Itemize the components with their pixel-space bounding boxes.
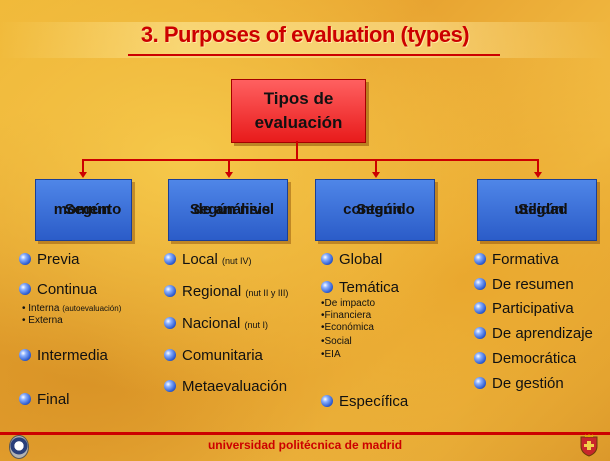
connector-drop-4 [537,159,539,173]
sub-item-impacto: •De impacto [321,298,376,309]
list-item-de-aprendizaje: De aprendizaje [474,325,593,343]
category-nivel-line1: Según nivel [189,201,275,218]
bullet-icon [19,283,31,295]
list-item-democratica: Democrática [474,350,576,368]
university-seal-icon [9,435,29,459]
connector-vertical-root [296,141,298,160]
sub-item-externa: • Externa [22,315,63,326]
sub-item-interna: • Interna (autoevaluación) [22,303,122,314]
list-item-de-gestion: De gestión [474,375,564,393]
category-contenido-line2: contenido [343,201,415,218]
list-item-de-resumen: De resumen [474,276,574,294]
bullet-icon [474,278,486,290]
connector-horizontal [82,159,538,161]
arrow-4 [534,172,542,178]
footer-rule [0,432,610,435]
root-node-label: Tipos de evaluación [239,87,359,135]
category-utilidad-line1: Según [518,201,564,218]
bullet-icon [321,281,333,293]
list-item-formativa: Formativa [474,251,559,269]
bullet-icon [164,349,176,361]
sub-item-eia: •EIA [321,349,341,360]
connector-drop-1 [82,159,84,173]
title-underline [128,54,500,56]
connector-drop-2 [228,159,230,173]
bullet-icon [321,395,333,407]
bullet-icon [474,327,486,339]
list-item-participativa: Participativa [474,300,574,318]
list-item-continua: Continua [19,281,97,299]
list-item-nacional: Nacional (nut I) [164,315,268,334]
sub-item-financiera: •Financiera [321,310,372,321]
bullet-icon [321,253,333,265]
sub-item-social: •Social [321,336,352,347]
root-line2: evaluación [254,113,343,132]
list-item-especifica: Específica [321,393,408,411]
category-utilidad-line2: utilidad [514,201,568,218]
bullet-icon [19,393,31,405]
list-item-regional: Regional (nut II y III) [164,283,288,302]
list-item-global: Global [321,251,382,269]
list-item-final: Final [19,391,70,409]
category-nivel-line2: de análisis [193,201,271,218]
root-line1: Tipos de [263,89,334,108]
sub-item-economica: •Económica [321,322,374,333]
list-item-tematica: Temática [321,279,399,297]
arrow-1 [79,172,87,178]
bullet-icon [474,253,486,265]
bullet-icon [474,352,486,364]
coat-of-arms-icon [580,434,598,457]
bullet-icon [164,317,176,329]
bullet-icon [474,302,486,314]
category-contenido-line1: Según [356,201,402,218]
list-item-intermedia: Intermedia [19,347,108,365]
list-item-metaevaluacion: Metaevaluación [164,378,287,396]
list-item-previa: Previa [19,251,80,269]
list-item-local: Local (nut IV) [164,251,252,270]
bullet-icon [164,253,176,265]
bullet-icon [19,349,31,361]
category-momento-line1: Según [64,201,111,218]
arrow-2 [225,172,233,178]
category-momento-line2: momento [53,201,122,218]
bullet-icon [474,377,486,389]
bullet-icon [164,380,176,392]
connector-drop-3 [375,159,377,173]
bullet-icon [164,285,176,297]
bullet-icon [19,253,31,265]
slide-title: 3. Purposes of evaluation (types) [140,22,470,47]
list-item-comunitaria: Comunitaria [164,347,263,365]
footer-text: universidad politécnica de madrid [207,438,403,452]
arrow-3 [372,172,380,178]
root-node: Tipos de evaluación [231,79,366,143]
title-band [0,22,610,58]
